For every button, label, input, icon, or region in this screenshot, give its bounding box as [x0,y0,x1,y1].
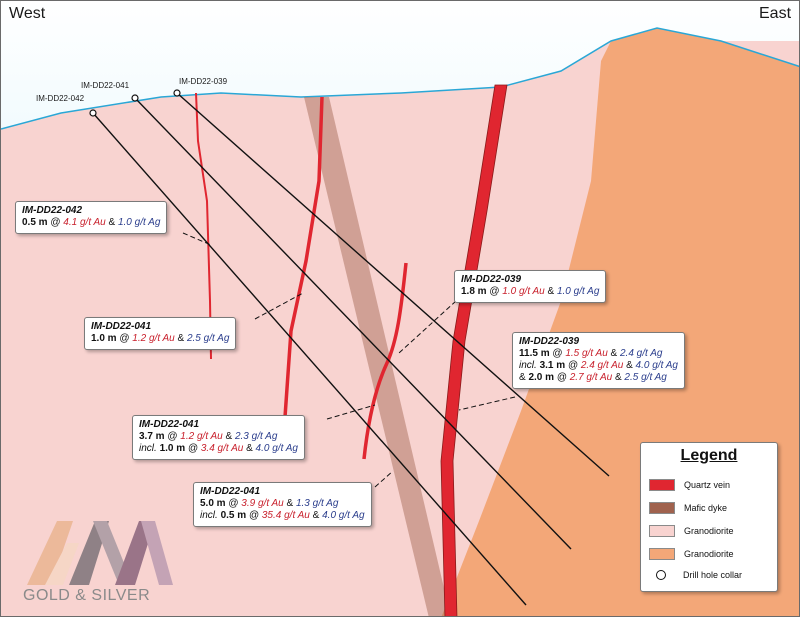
direction-west: West [9,5,46,22]
company-logo: GOLD & SILVER [23,513,173,613]
legend-item-drill-hole-collar: Drill hole collar [649,570,742,580]
logo-name: GOLD & SILVER [23,587,151,604]
drill-hole-label-039: IM-DD22-039 [179,77,228,86]
callout-title: IM-DD22-039 [461,274,522,285]
callout-line: incl. 0.5 m @ 35.4 g/t Au & 4.0 g/t Ag [200,510,365,521]
drill-trace-042 [92,112,527,606]
granodiorite-orange-swatch [649,548,675,560]
callout-line: incl. 1.0 m @ 3.4 g/t Au & 4.0 g/t Ag [139,443,298,454]
collar-042 [89,109,97,117]
legend-item-mafic-dyke: Mafic dyke [649,502,727,514]
leader-039a [398,300,457,354]
callout-line: incl. 3.1 m @ 2.4 g/t Au & 4.0 g/t Ag [519,360,678,371]
assay-callout-042: IM-DD22-042 0.5 m @ 4.1 g/t Au & 1.0 g/t… [15,201,168,234]
callout-line: 1.8 m @ 1.0 g/t Au & 1.0 g/t Ag [461,286,600,297]
assay-callout-041-middle: IM-DD22-041 3.7 m @ 1.2 g/t Au & 2.3 g/t… [132,415,305,460]
legend-item-quartz-vein: Quartz vein [649,479,730,491]
callout-title: IM-DD22-041 [91,321,152,332]
callout-line: 3.7 m @ 1.2 g/t Au & 2.3 g/t Ag [139,431,278,442]
callout-title: IM-DD22-039 [519,336,580,347]
surface-line [1,27,799,130]
collar-041 [131,94,139,102]
assay-callout-039-upper: IM-DD22-039 1.8 m @ 1.0 g/t Au & 1.0 g/t… [454,270,607,303]
circle-outline-icon [656,570,666,580]
assay-callout-041-upper: IM-DD22-041 1.0 m @ 1.2 g/t Au & 2.5 g/t… [84,317,237,350]
granodiorite-pink-swatch [649,525,675,537]
drill-trace-041 [134,97,572,550]
callout-line: 0.5 m @ 4.1 g/t Au & 1.0 g/t Ag [22,217,161,228]
callout-title: IM-DD22-042 [22,205,83,216]
direction-east: East [759,5,792,22]
callout-line: & 2.0 m @ 2.7 g/t Au & 2.5 g/t Ag [519,372,667,383]
drill-hole-label-041: IM-DD22-041 [81,81,130,90]
drill-trace-039 [176,92,610,477]
callout-line: 1.0 m @ 1.2 g/t Au & 2.5 g/t Ag [91,333,230,344]
legend: Legend Quartz vein Mafic dyke Granodiori… [640,442,778,592]
leader-042 [182,232,212,246]
quartz-vein-central [283,96,324,418]
legend-title: Legend [680,447,738,464]
quartz-vein-swatch [649,479,675,491]
mafic-dyke-swatch [649,502,675,514]
leader-039b [458,396,516,411]
callout-title: IM-DD22-041 [139,419,200,430]
legend-item-granodiorite-orange: Granodiorite [649,548,734,560]
leader-041a [254,292,304,320]
assay-callout-039-lower: IM-DD22-039 11.5 m @ 1.5 g/t Au & 2.4 g/… [512,332,685,389]
quartz-vein-east [362,262,408,460]
leader-041b [326,404,376,420]
legend-item-granodiorite-pink: Granodiorite [649,525,734,537]
callout-title: IM-DD22-041 [200,486,261,497]
logo-mark [27,521,173,585]
drill-hole-label-042: IM-DD22-042 [36,94,85,103]
callout-line: 11.5 m @ 1.5 g/t Au & 2.4 g/t Ag [519,348,663,359]
leader-041c [374,470,394,488]
collar-039 [173,89,181,97]
mafic-dyke [304,97,451,616]
callout-line: 5.0 m @ 3.9 g/t Au & 1.3 g/t Ag [200,498,339,509]
assay-callout-041-lower: IM-DD22-041 5.0 m @ 3.9 g/t Au & 1.3 g/t… [193,482,372,527]
